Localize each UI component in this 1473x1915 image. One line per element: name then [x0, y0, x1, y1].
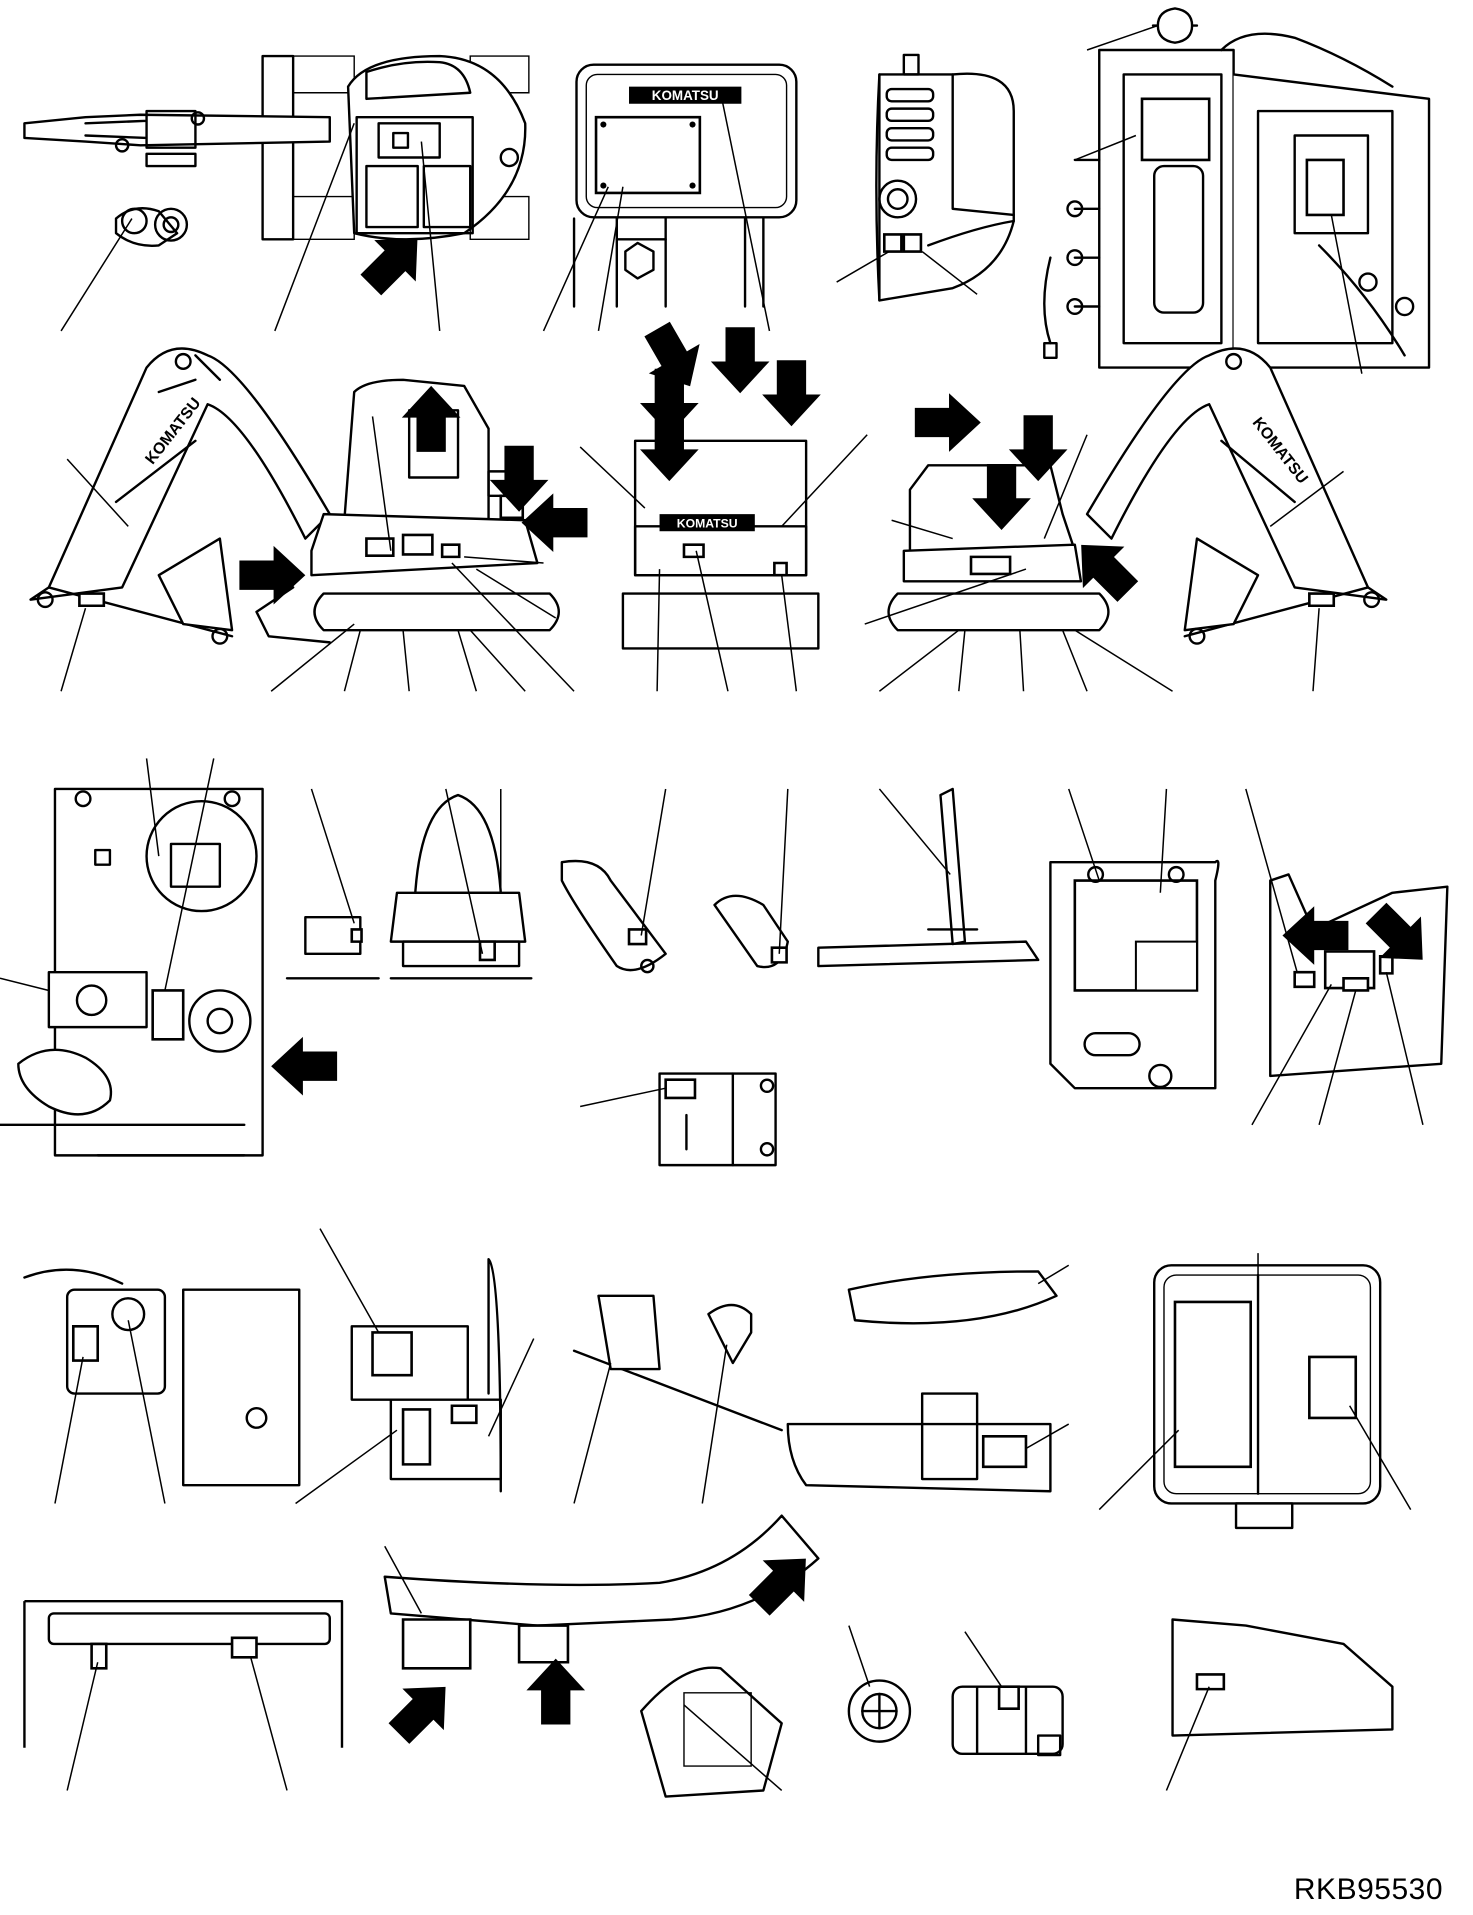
view-rear-nameplate: KOMATSU: [574, 65, 796, 307]
small-box-part: [287, 917, 379, 978]
fan-part: [849, 1681, 910, 1742]
brand-marking-rear: KOMATSU: [652, 88, 719, 103]
view-engine-compartment: [1044, 34, 1429, 368]
leader-lines: [0, 26, 1423, 1791]
view-boom-right: KOMATSU: [1087, 348, 1386, 643]
view-boom-underside: [378, 1516, 827, 1755]
air-cleaner: [953, 1687, 1063, 1755]
pointer-arrow-icon: [271, 1036, 338, 1096]
view-cab-panel: [1050, 861, 1218, 1088]
lever-grip: [562, 861, 666, 972]
rounded-cap: [1153, 8, 1197, 42]
pointer-arrow-icon: [710, 327, 770, 394]
brand-marking-rear-view: KOMATSU: [677, 517, 738, 531]
control-box: [660, 1074, 776, 1166]
pointer-arrow-icon: [762, 360, 821, 427]
view-floor-frame: [24, 1601, 342, 1748]
bucket-view: [818, 789, 1038, 966]
view-window-frame: [1154, 1265, 1380, 1528]
view-machine-side-left: [239, 380, 588, 643]
view-battery-box: [352, 1259, 501, 1491]
view-boom-left: KOMATSU: [31, 348, 330, 643]
view-rail-bracket: [574, 1296, 782, 1430]
drawing-reference-number: RKB95530: [1293, 1873, 1443, 1906]
view-side-cover: [876, 55, 1013, 300]
pointer-arrow-icon: [489, 445, 549, 512]
view-cab-roof: [1173, 1619, 1393, 1735]
view-machine-side-right: [889, 393, 1149, 630]
view-engine-rear-left: [24, 1270, 299, 1485]
joystick-knob: [715, 896, 788, 967]
view-frame-lower: [788, 1394, 1051, 1492]
view-top-machine: [24, 56, 528, 306]
pointer-arrow-icon: [239, 545, 306, 605]
filler-cap: [116, 208, 187, 246]
view-upper-arm: [849, 1271, 1057, 1323]
view-operator-seat: [391, 795, 531, 978]
pointer-arrow-icon: [526, 1658, 586, 1725]
view-machine-rear: KOMATSU: [623, 314, 821, 648]
radiator-panel: [641, 1668, 781, 1797]
view-hydraulic-tank: [0, 789, 338, 1155]
pointer-arrow-icon: [378, 1666, 467, 1755]
pointer-arrow-icon: [914, 393, 981, 452]
